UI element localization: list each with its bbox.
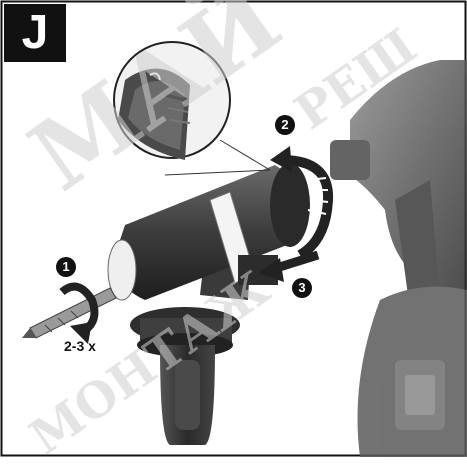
- collar-arrow-stripes: [307, 177, 329, 215]
- figure-label: J: [4, 4, 66, 62]
- rotate-collar-arrowhead: [270, 146, 292, 172]
- rotate-collar-arrow: [281, 155, 334, 260]
- drill-bit: [22, 287, 117, 339]
- drill-body: [330, 60, 467, 457]
- step-2-marker: 2: [275, 115, 295, 135]
- step-1-marker: 1: [56, 257, 76, 277]
- rotation-count-label: 2-3 x: [64, 338, 96, 354]
- pull-arrowhead: [258, 258, 284, 282]
- magnified-detail: [113, 41, 271, 176]
- rotate-bit-arrowhead: [70, 322, 92, 344]
- step-3-marker: 3: [292, 278, 312, 298]
- side-handle: [130, 250, 250, 445]
